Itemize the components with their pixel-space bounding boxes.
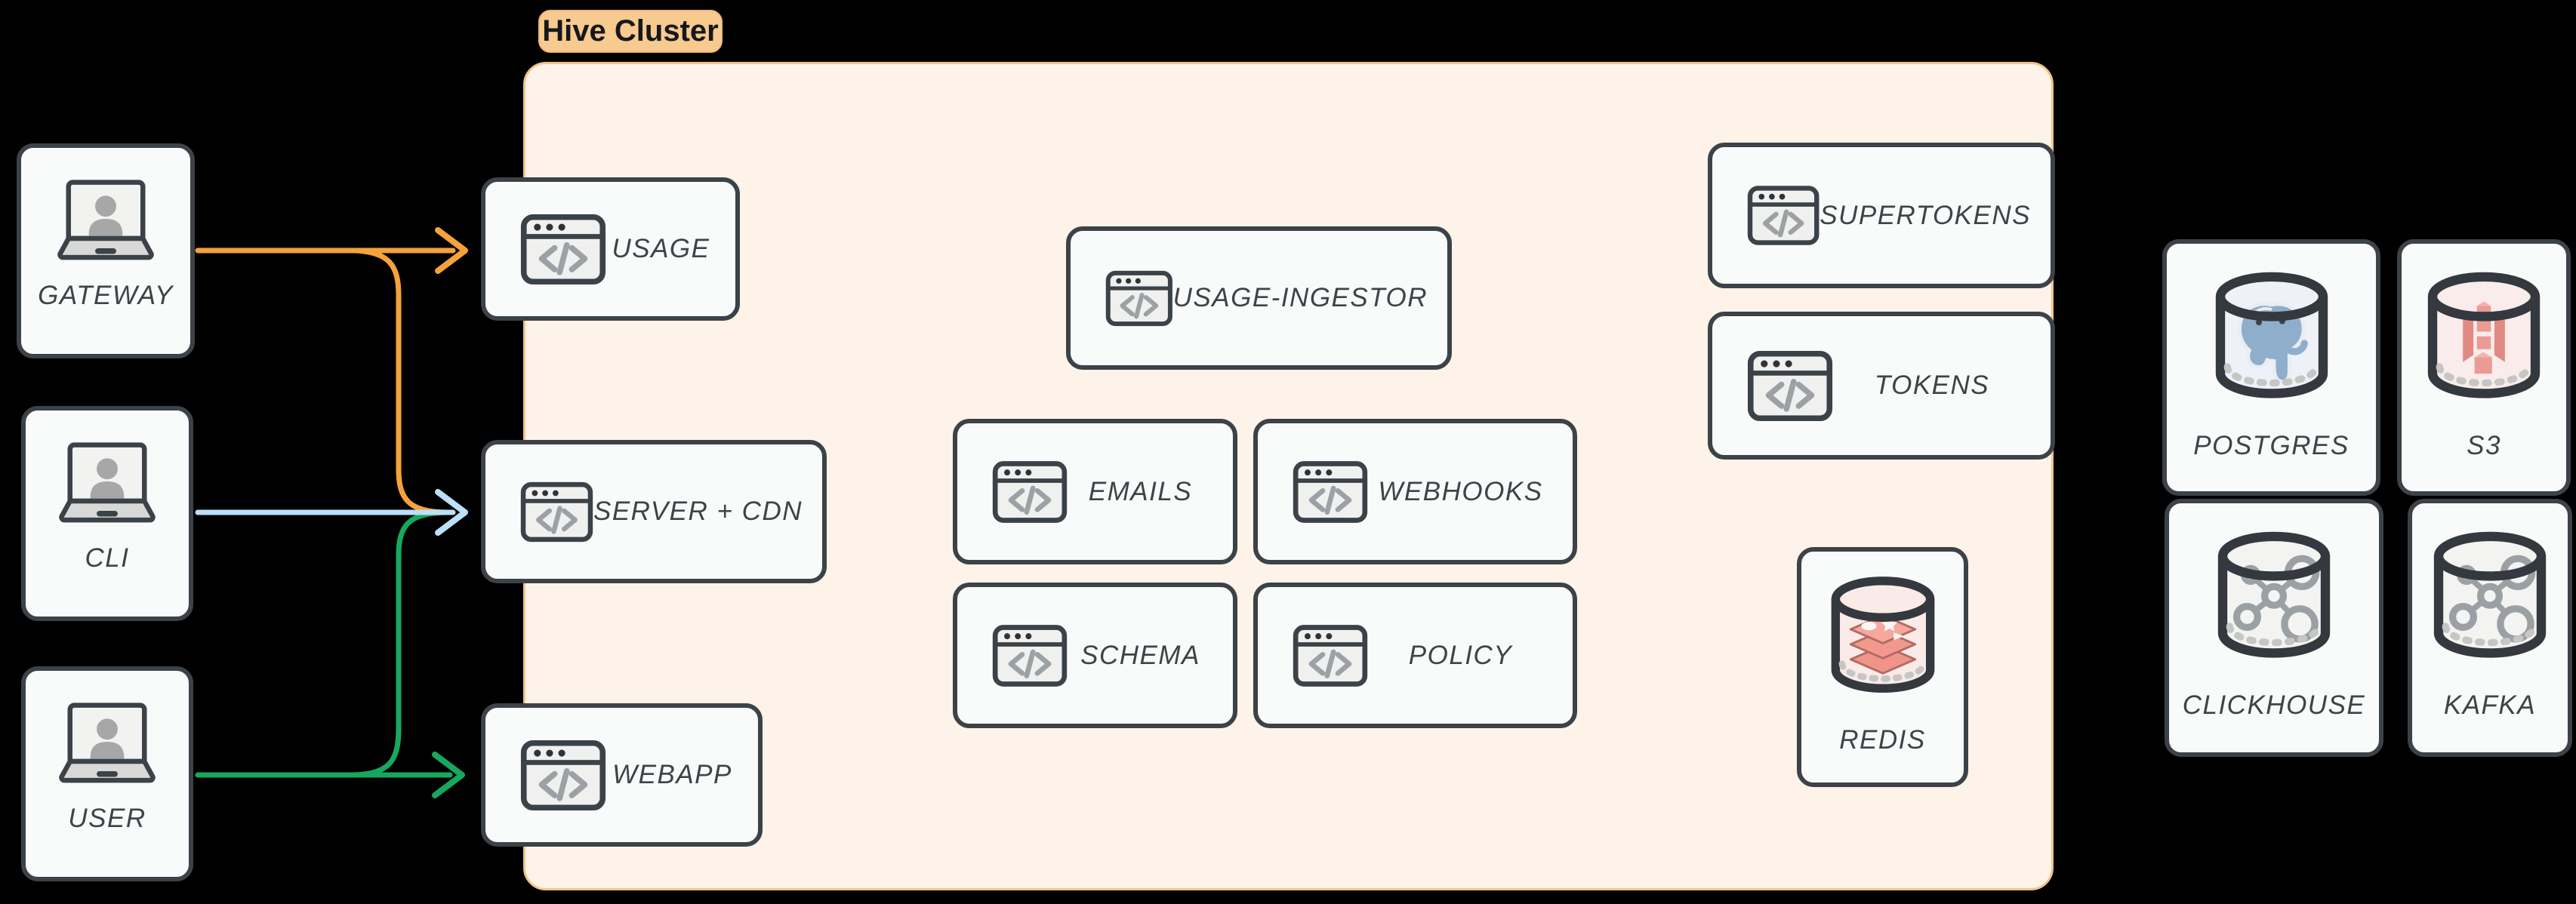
- code-window-icon: [1747, 180, 1820, 251]
- gateway-to-server-arrow: [352, 248, 448, 515]
- node-emails: EMAILS: [953, 419, 1237, 564]
- node-s3: S3: [2397, 239, 2571, 496]
- s3-database-icon: [2414, 266, 2554, 420]
- code-window-icon: [1293, 457, 1368, 527]
- node-label: REDIS: [1839, 725, 1926, 755]
- node-tokens: TOKENS: [1708, 312, 2055, 460]
- node-label: EMAILS: [1088, 476, 1193, 506]
- arrowhead-server: [435, 489, 468, 536]
- code-window-icon: [520, 476, 593, 548]
- clickhouse-database-icon: [2204, 526, 2344, 680]
- node-label: S3: [2467, 431, 2501, 460]
- node-user: USER: [21, 666, 193, 881]
- code-window-icon: [520, 214, 606, 285]
- node-label: USER: [68, 804, 146, 833]
- node-label: GATEWAY: [38, 281, 174, 310]
- node-label: SCHEMA: [1080, 640, 1200, 670]
- code-window-icon: [1293, 621, 1368, 690]
- node-label: POLICY: [1408, 640, 1513, 670]
- laptop-user-icon: [46, 177, 165, 261]
- node-schema: SCHEMA: [953, 583, 1237, 728]
- node-label: WEBAPP: [612, 760, 732, 789]
- node-kafka: KAFKA: [2408, 499, 2572, 757]
- node-webapp: WEBAPP: [481, 703, 763, 847]
- node-policy: POLICY: [1253, 583, 1577, 728]
- node-supertokens: SUPERTOKENS: [1708, 143, 2055, 288]
- code-window-icon: [1747, 350, 1833, 422]
- node-postgres: POSTGRES: [2162, 239, 2380, 496]
- node-label: WEBHOOKS: [1378, 476, 1543, 506]
- redis-logo: [1849, 613, 1916, 675]
- node-label: POSTGRES: [2193, 431, 2350, 460]
- node-server-cdn: SERVER + CDN: [481, 440, 827, 583]
- node-label: SUPERTOKENS: [1820, 200, 2031, 230]
- kafka-database-icon: [2420, 526, 2560, 680]
- node-label: CLICKHOUSE: [2182, 690, 2366, 720]
- node-label: USAGE-INGESTOR: [1172, 283, 1428, 312]
- node-label: USAGE: [612, 234, 710, 263]
- redis-database-icon: [1818, 571, 1948, 713]
- node-usage-ingestor: USAGE-INGESTOR: [1066, 226, 1452, 370]
- node-webhooks: WEBHOOKS: [1253, 419, 1577, 564]
- node-cli: CLI: [21, 406, 193, 621]
- node-label: TOKENS: [1874, 371, 1990, 400]
- node-label: KAFKA: [2443, 690, 2537, 720]
- user-to-server-arrow: [352, 509, 448, 778]
- postgres-database-icon: [2202, 266, 2342, 420]
- hive-cluster-badge: Hive Cluster: [538, 10, 723, 53]
- code-window-icon: [992, 457, 1068, 527]
- node-label: SERVER + CDN: [593, 497, 803, 526]
- code-window-icon: [992, 621, 1068, 690]
- laptop-user-icon: [48, 700, 167, 784]
- node-usage: USAGE: [481, 177, 740, 321]
- node-label: CLI: [85, 543, 130, 573]
- laptop-user-icon: [48, 439, 167, 524]
- arrowhead-webapp: [432, 752, 465, 798]
- node-redis: REDIS: [1797, 547, 1968, 787]
- arrowhead-usage: [435, 227, 468, 274]
- code-window-icon: [1105, 263, 1173, 334]
- node-gateway: GATEWAY: [17, 143, 195, 358]
- code-window-icon: [520, 739, 606, 811]
- node-clickhouse: CLICKHOUSE: [2165, 499, 2383, 757]
